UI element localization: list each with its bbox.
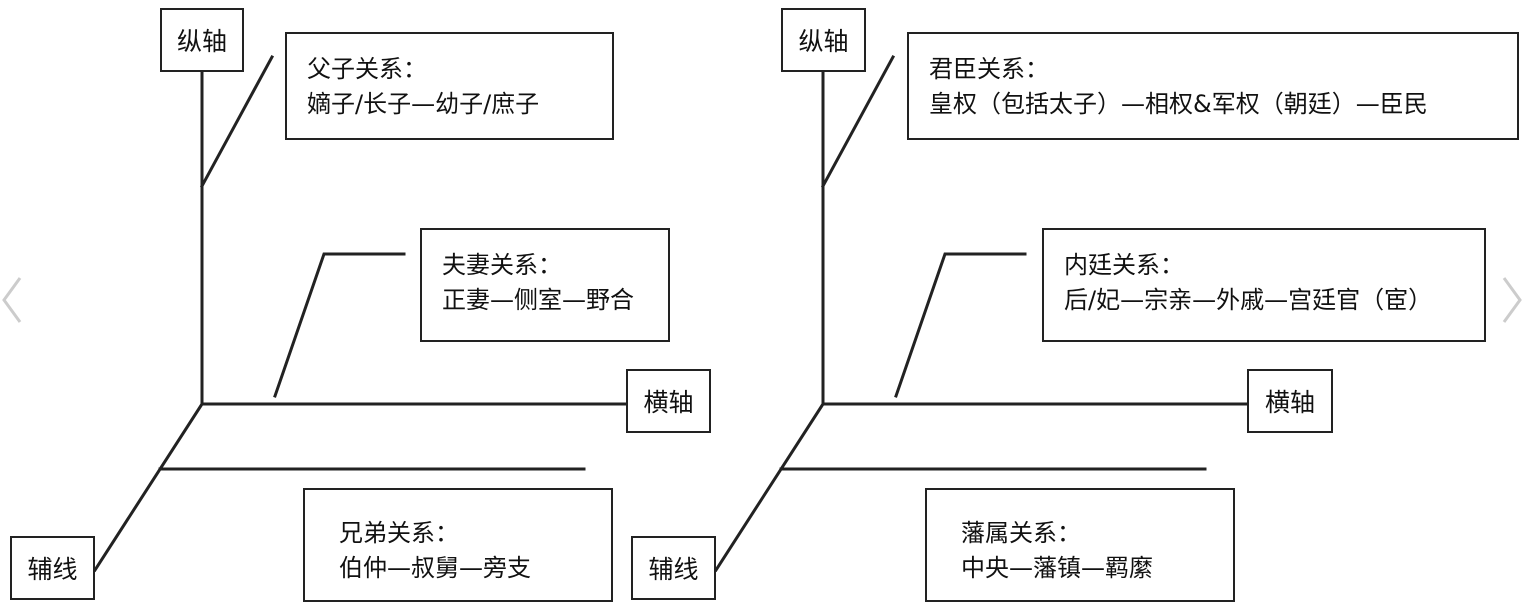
left-father-son-title: 父子关系：: [307, 55, 427, 83]
left-brothers-box: 兄弟关系： 伯仲—叔舅—旁支: [303, 488, 613, 602]
right-vassal-title: 藩属关系：: [961, 519, 1081, 547]
left-horizontal-axis-label: 横轴: [626, 369, 711, 433]
right-inner-court-body: 后/妃—宗亲—外戚—宫廷官（宦）: [1064, 286, 1433, 314]
right-horizontal-axis-label: 横轴: [1247, 369, 1333, 433]
right-inner-court-title: 内廷关系：: [1064, 251, 1184, 279]
right-inner-court-box: 内廷关系： 后/妃—宗亲—外戚—宫廷官（宦）: [1042, 228, 1486, 342]
right-vertical-axis-label: 纵轴: [781, 8, 866, 72]
left-brothers-body: 伯仲—叔舅—旁支: [339, 554, 531, 582]
left-vertical-axis-label: 纵轴: [160, 8, 244, 72]
left-middle-branch-line: [273, 252, 406, 398]
left-aux-axis-line: [92, 401, 205, 573]
left-father-son-body: 嫡子/长子—幼子/庶子: [307, 90, 540, 118]
left-brothers-title: 兄弟关系：: [339, 519, 459, 547]
chevron-left-icon[interactable]: [0, 270, 28, 330]
left-husband-wife-title: 夫妻关系：: [442, 251, 562, 279]
left-husband-wife-body: 正妻—侧室—野合: [442, 286, 634, 314]
right-top-branch-line: [820, 54, 896, 189]
chevron-right-icon[interactable]: [1496, 270, 1524, 330]
left-husband-wife-box: 夫妻关系： 正妻—侧室—野合: [420, 228, 670, 342]
right-middle-branch-line: [894, 252, 1027, 398]
right-vassal-box: 藩属关系： 中央—藩镇—羁縻: [925, 488, 1235, 602]
left-aux-line-label: 辅线: [10, 536, 95, 600]
left-father-son-box: 父子关系： 嫡子/长子—幼子/庶子: [285, 32, 614, 140]
right-vassal-body: 中央—藩镇—羁縻: [961, 554, 1153, 582]
right-ruler-subject-body: 皇权（包括太子）—相权&军权（朝廷）—臣民: [929, 90, 1428, 118]
left-top-branch-line: [199, 54, 275, 189]
right-ruler-subject-title: 君臣关系：: [929, 55, 1049, 83]
right-aux-axis-line: [713, 401, 826, 573]
right-aux-line-label: 辅线: [631, 536, 716, 600]
right-ruler-subject-box: 君臣关系： 皇权（包括太子）—相权&军权（朝廷）—臣民: [907, 32, 1519, 140]
